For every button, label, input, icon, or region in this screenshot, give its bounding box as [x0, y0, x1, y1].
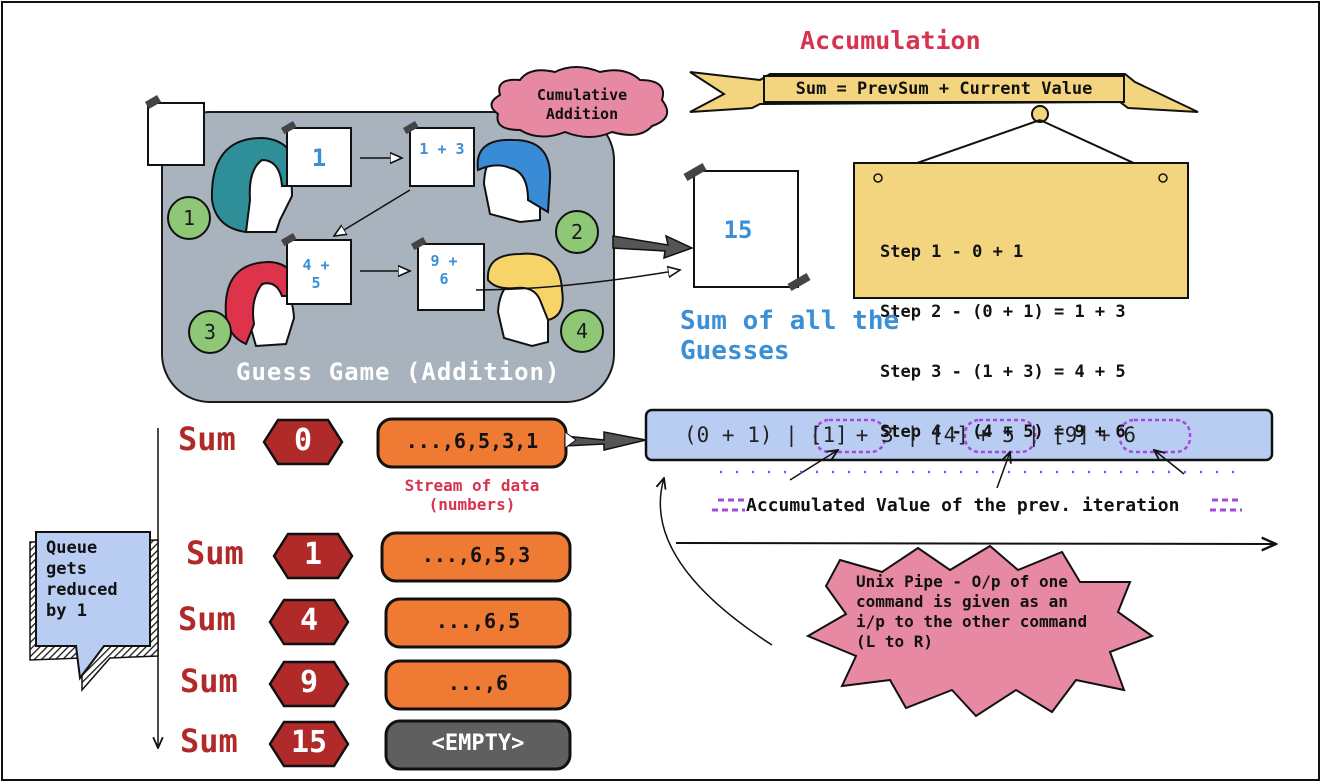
sum-label: Sum: [178, 420, 236, 458]
pipe-expression: (0 + 1) | [1] + 3 | [4] + 5 | [9] + 6: [684, 423, 1136, 447]
guess-card-4: [417, 243, 485, 311]
guess-card-3: [286, 239, 352, 305]
cumulative-cloud-label: Cumulative Addition: [536, 86, 628, 123]
guess-card-3-text: 4 + 5: [302, 256, 330, 292]
highlight-9: [1118, 418, 1192, 454]
pipe-seg-5: [9]: [1052, 423, 1091, 447]
stream-text: ...,6: [447, 671, 509, 695]
unix-pipe-note: Unix Pipe - O/p of one command is given …: [856, 572, 1088, 651]
sum-label: Sum: [178, 600, 236, 638]
diagram-title: Accumulation: [800, 26, 981, 55]
accumulated-label: Accumulated Value of the prev. iteration: [746, 495, 1180, 516]
sum-value: 15: [290, 725, 328, 760]
highlight-4: [963, 418, 1037, 454]
queue-note: Queue gets reduced by 1: [46, 538, 118, 621]
player-number-3: 3: [203, 320, 217, 344]
steps-board: [853, 162, 1189, 299]
player-number-1: 1: [182, 206, 196, 230]
sum-hexagon: [268, 720, 350, 768]
player-number-4: 4: [575, 319, 589, 343]
stream-pill: [384, 659, 572, 711]
steps-list: Step 1 - 0 + 1 Step 2 - (0 + 1) = 1 + 3 …: [880, 202, 1126, 462]
stream-pill: [384, 597, 572, 649]
player-number-2: 2: [570, 220, 584, 244]
player-circle-2: [555, 210, 599, 254]
sum-value: 0: [293, 423, 313, 458]
stream-caption: Stream of data (numbers): [404, 476, 540, 514]
guess-game-label: Guess Game (Addition): [236, 358, 561, 386]
pipe-seg-3: [4]: [930, 423, 969, 447]
empty-stream-text: <EMPTY>: [431, 731, 525, 756]
player-head-1: [210, 136, 298, 234]
pipe-seg-4: + 5 |: [976, 423, 1041, 447]
result-caption: Sum of all the Guesses: [680, 306, 900, 366]
player-circle-3: [188, 310, 232, 354]
step-1: Step 1 - 0 + 1: [880, 242, 1024, 262]
guess-card-4-text: 9 + 6: [430, 252, 458, 288]
guess-card-2-text: 1 + 3: [419, 140, 465, 158]
unix-pipe-burst: [805, 544, 1155, 718]
guess-card-1: [286, 127, 352, 187]
pipe-bar: [644, 408, 1274, 462]
pipe-seg-1: [1]: [809, 423, 848, 447]
sum-hexagon: [272, 532, 354, 580]
step-2: Step 2 - (0 + 1) = 1 + 3: [880, 302, 1126, 322]
formula-banner-text: Sum = PrevSum + Current Value: [795, 79, 1093, 99]
player-circle-4: [560, 309, 604, 353]
stream-text: ...,6,5,3,1: [405, 429, 539, 453]
sum-hexagon: [262, 418, 344, 466]
guess-card-2: [409, 127, 475, 187]
cumulative-cloud: [490, 66, 669, 138]
stream-pill: [380, 531, 572, 583]
pipe-seg-0: (0 + 1) |: [684, 423, 798, 447]
sum-value: 1: [303, 537, 323, 572]
step-3: Step 3 - (1 + 3) = 4 + 5: [880, 362, 1126, 382]
blank-note: [147, 102, 205, 166]
sum-value: 4: [299, 603, 319, 638]
highlight-1: [813, 418, 887, 454]
player-circle-1: [167, 196, 211, 240]
sum-label: Sum: [180, 722, 238, 760]
empty-stream-pill: [384, 719, 572, 771]
stream-text: ...,6,5: [435, 609, 521, 633]
guess-card-1-text: 1: [311, 144, 327, 172]
sum-value: 9: [299, 665, 319, 700]
sum-label: Sum: [180, 662, 238, 700]
player-head-3: [224, 260, 298, 348]
result-note: [693, 170, 799, 288]
player-head-2: [476, 138, 552, 224]
result-value: 15: [723, 216, 753, 244]
pipe-seg-2: + 3 |: [855, 423, 919, 447]
queue-bubble: [29, 531, 159, 692]
player-head-4: [486, 252, 564, 348]
step-4: Step 4 - (4 + 5) = 9 + 6: [880, 422, 1126, 442]
pipe-seg-6: + 6: [1098, 423, 1136, 447]
sum-hexagon: [268, 598, 350, 646]
sum-hexagon: [268, 660, 350, 708]
stream-text: ...,6,5,3: [421, 543, 531, 567]
sum-label: Sum: [186, 534, 244, 572]
